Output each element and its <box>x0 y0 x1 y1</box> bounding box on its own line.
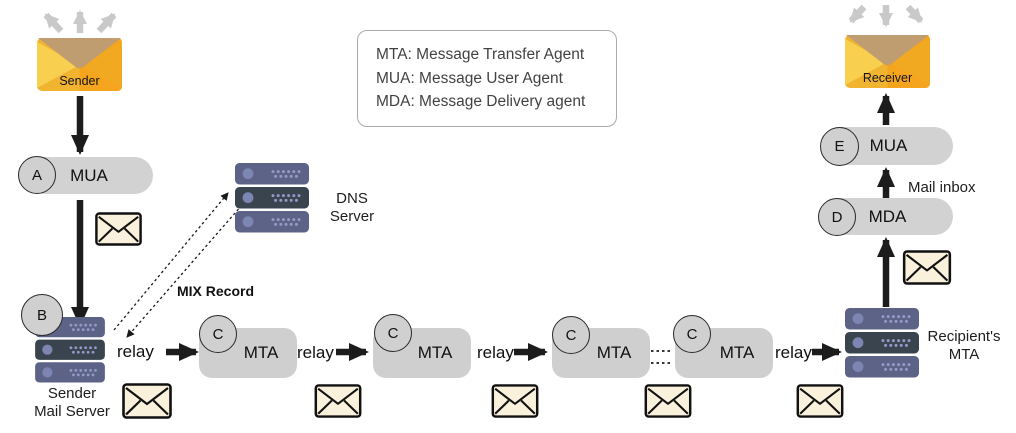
badge-c3: C <box>552 316 590 354</box>
mua-a-label: MUA <box>70 165 108 185</box>
sender-label: Sender <box>59 74 100 88</box>
dns-query-arrows <box>113 192 243 338</box>
mail-envelope-icon <box>643 384 693 418</box>
mua-e-label: MUA <box>869 136 908 155</box>
badge-c4-letter: C <box>686 325 698 343</box>
mail-envelope-icon <box>313 384 363 418</box>
legend-line-mua: MUA: Message User Agent <box>376 69 563 87</box>
badge-a: A <box>18 156 56 194</box>
legend-box: MTA: Message Transfer Agent MUA: Message… <box>357 30 617 127</box>
badge-e-letter: E <box>834 138 845 155</box>
receiver-label: Receiver <box>862 71 913 85</box>
badge-b: B <box>21 294 63 336</box>
mda-label: MDA <box>868 206 907 226</box>
badge-a-letter: A <box>31 166 42 184</box>
badge-c2: C <box>374 314 412 352</box>
relay-label-1: relay <box>117 342 154 361</box>
mta-label-1: MTA <box>243 343 279 362</box>
dns-server-label: DNS Server <box>321 190 383 225</box>
sender-broadcast-arrows <box>43 10 117 34</box>
mail-envelope-icon <box>795 384 845 418</box>
mail-inbox-label: Mail inbox <box>908 179 976 196</box>
relay-label-4: relay <box>775 343 812 362</box>
mix-record-label: MIX Record <box>177 283 255 299</box>
dns-server-icon <box>235 162 309 234</box>
recipients-mta-label: Recipient's MTA <box>917 328 1011 363</box>
mail-envelope-icon <box>122 383 172 419</box>
sender-node: Sender <box>37 38 122 91</box>
mta-label-3: MTA <box>596 343 632 362</box>
badge-c2-letter: C <box>387 324 399 342</box>
badge-d: D <box>818 198 856 236</box>
badge-c1-letter: C <box>212 325 224 343</box>
recipients-mta-label-1: Recipient's <box>927 328 1001 345</box>
badge-e: E <box>820 127 859 166</box>
receiver-node: Receiver <box>845 35 930 88</box>
arrow-dns-query <box>113 192 229 331</box>
mail-envelope-icon <box>490 384 540 418</box>
receiver-incoming-arrows <box>848 4 924 27</box>
mta-chain-ellipsis <box>651 350 673 364</box>
mail-envelope-icon <box>95 212 142 246</box>
mta-label-2: MTA <box>417 343 453 362</box>
legend-line-mda: MDA: Message Delivery agent <box>376 93 586 110</box>
badge-d-letter: D <box>831 208 843 226</box>
mail-envelope-icon <box>902 250 952 285</box>
flow-arrows <box>71 93 895 361</box>
relay-label-2: relay <box>297 343 334 362</box>
sender-mail-server-label: Sender Mail Server <box>20 385 124 420</box>
recipients-mta-label-2: MTA <box>948 345 980 363</box>
dns-server-label-2: Server <box>329 207 375 225</box>
badge-c4: C <box>673 315 711 353</box>
relay-label-3: relay <box>477 343 514 362</box>
sender-mail-server-label-1: Sender <box>47 385 97 402</box>
badge-b-letter: B <box>36 306 47 324</box>
badge-c3-letter: C <box>565 326 577 344</box>
legend-line-mta: MTA: Message Transfer Agent <box>376 46 585 63</box>
recipients-mta-server-icon <box>845 308 919 378</box>
badge-c1: C <box>199 315 237 353</box>
sender-mail-server-label-2: Mail Server <box>34 402 110 420</box>
dns-server-label-1: DNS <box>336 190 368 207</box>
mta-label-4: MTA <box>719 343 755 362</box>
